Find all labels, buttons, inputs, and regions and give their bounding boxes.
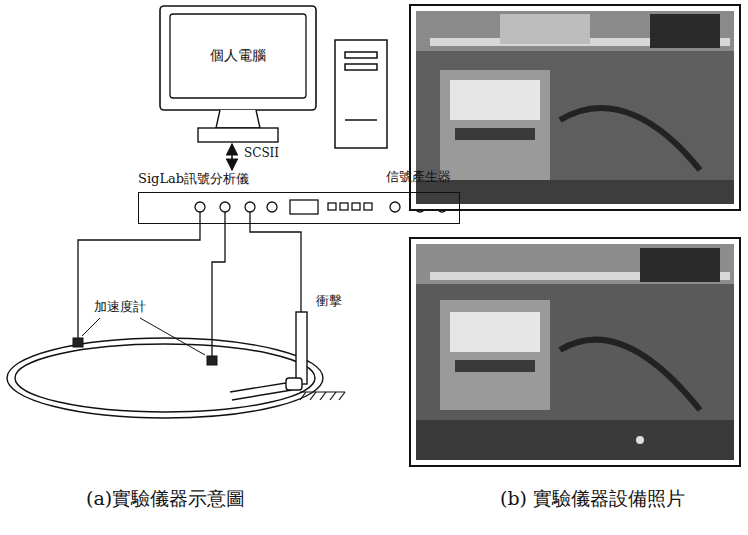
monitor-screen: 個人電腦 bbox=[170, 14, 306, 98]
leader-line bbox=[82, 318, 205, 355]
signal-wires bbox=[78, 212, 301, 356]
monitor-outline bbox=[158, 4, 318, 144]
photo bbox=[410, 238, 740, 466]
part-label: 衝擊 bbox=[316, 292, 342, 310]
accelerometer bbox=[73, 338, 217, 365]
ring-specimen bbox=[7, 338, 323, 418]
analyzer-box: SigLab訊號分析儀 信號產生器 bbox=[138, 170, 460, 224]
generator-label: 信號產生器 bbox=[386, 168, 451, 186]
tower-pc bbox=[335, 40, 387, 148]
figure-caption: (a)實驗儀器示意圖 bbox=[86, 486, 245, 512]
screen-text: 個人電腦 bbox=[210, 47, 266, 65]
device-name: SigLab訊號分析儀 bbox=[138, 170, 249, 188]
impact-hammer bbox=[286, 312, 307, 390]
photo bbox=[410, 5, 740, 210]
figure-caption: (b) 實驗儀器設備照片 bbox=[500, 486, 685, 512]
analyzer-outline bbox=[138, 192, 460, 224]
edge-label: SCSII bbox=[242, 146, 281, 160]
ground-hatch bbox=[300, 392, 345, 400]
part-label: 加速度計 bbox=[94, 298, 146, 316]
connector-arrow bbox=[231, 144, 233, 170]
computer-monitor: 個人電腦 bbox=[158, 4, 318, 144]
